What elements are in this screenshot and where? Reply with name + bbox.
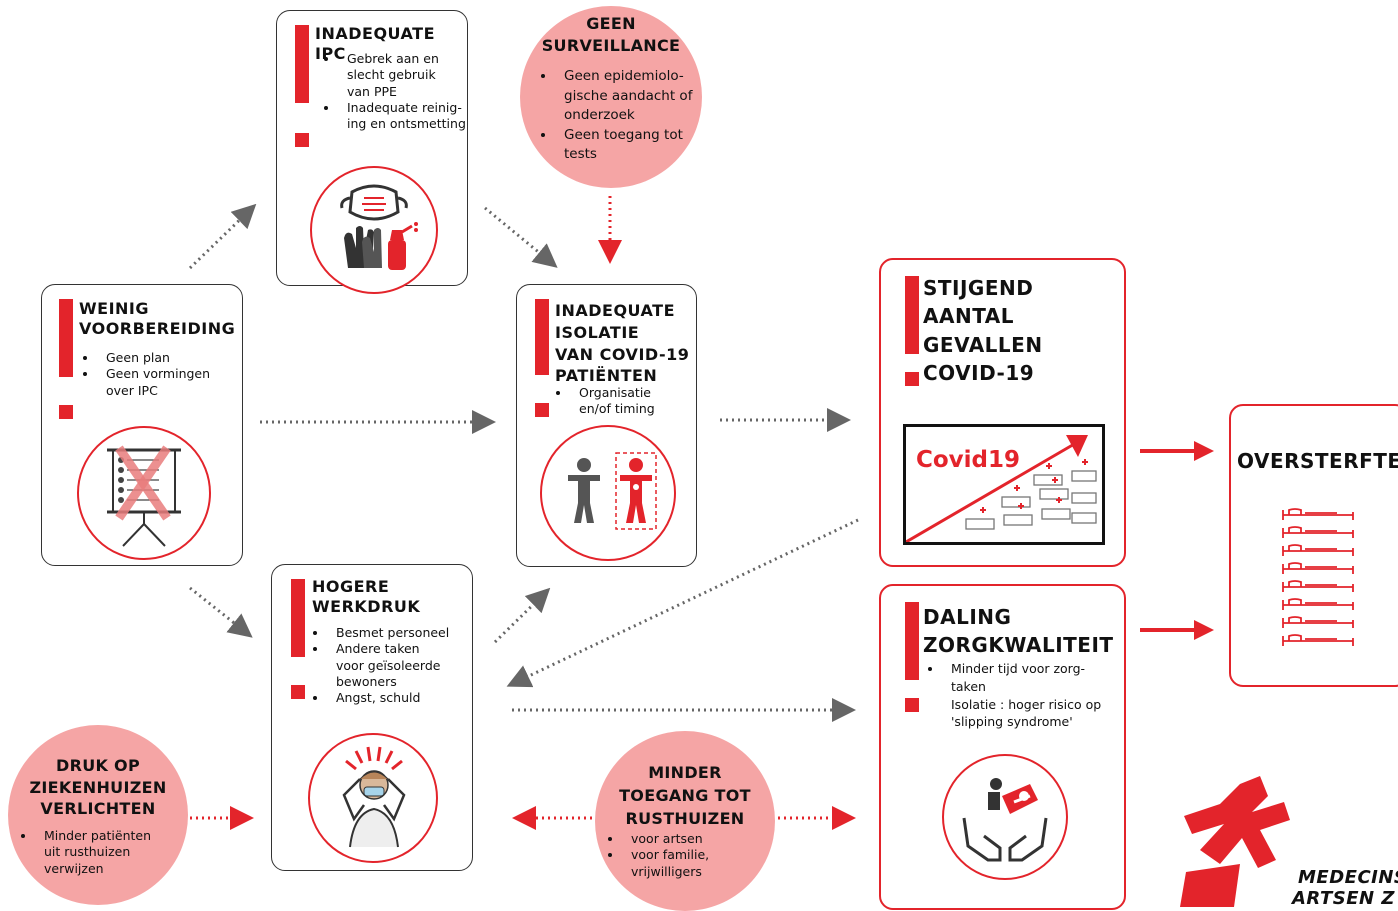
list-item: Gebrek aan en slecht gebruik van PPE: [339, 51, 489, 100]
box-title: INADEQUATE IPC: [315, 24, 436, 63]
circle-druk-op-ziekenhuizen: DRUK OP ZIEKENHUIZEN VERLICHTEN Minder p…: [8, 725, 188, 905]
list-item: Geen plan: [98, 350, 258, 366]
list-item: Geen epidemiolo- gische aandacht of onde…: [556, 67, 724, 126]
chart-label: Covid19: [916, 447, 1021, 473]
bullet-list: Besmet personeel Andere taken voor geïso…: [306, 625, 498, 706]
arrow-voorbereiding-ipc: [188, 203, 257, 270]
bullet-list: Geen epidemiolo- gische aandacht of onde…: [534, 67, 724, 165]
logo-text-line2: ARTSEN Z: [1292, 888, 1395, 909]
box-inadequate-ipc: INADEQUATE IPC Gebrek aan en slecht gebr…: [276, 10, 468, 294]
box-title: INADEQUATE ISOLATIE VAN COVID-19 PATIËNT…: [555, 301, 690, 386]
list-item: Besmet personeel: [328, 625, 498, 641]
list-item: Inadequate reinig- ing en ontsmetting: [339, 100, 489, 133]
circle-title: GEEN SURVEILLANCE: [541, 14, 681, 55]
arrow-werkdruk-isolatie: [493, 587, 551, 644]
isolated-person-icon: [540, 425, 676, 561]
circle-minder-toegang-rusthuizen: MINDER TOEGANG TOT RUSTHUIZEN voor artse…: [595, 731, 775, 911]
logo-text-line1: MEDECINS: [1298, 867, 1398, 888]
list-item: Minder patiënten uit rusthuizen verwijze…: [36, 828, 196, 877]
list-item: Isolatie : hoger risico op 'slipping syn…: [951, 696, 1102, 730]
circle-title: MINDER TOEGANG TOT RUSTHUIZEN: [619, 763, 751, 829]
list-item: Andere taken voor geïsoleerde bewoners: [328, 641, 498, 690]
list-item: voor artsen: [623, 831, 783, 847]
circle-title: DRUK OP ZIEKENHUIZEN VERLICHTEN: [29, 756, 167, 819]
box-hogere-werkdruk: HOGERE WERKDRUK Besmet personeel Andere …: [271, 564, 473, 871]
bullet-list: Geen plan Geen vormingen over IPC: [76, 350, 258, 399]
bullet-list: voor artsen voor familie, vrijwilligers: [601, 831, 783, 880]
box-oversterfte: OVERSTERFTE: [1229, 404, 1398, 687]
box-daling-zorgkwaliteit: DALING ZORGKWALITEIT Minder tijd voor zo…: [879, 584, 1126, 910]
list-item: Geen toegang tot tests: [556, 126, 724, 165]
list-item: Angst, schuld: [328, 690, 498, 706]
bullet-list: Minder tijd voor zorg- taken Isolatie : …: [921, 660, 1143, 731]
box-title: STIJGEND AANTAL GEVALLEN COVID-19: [923, 276, 1043, 386]
box-title: DALING ZORGKWALITEIT: [923, 605, 1114, 658]
list-item: Organisatie en/of timing: [571, 385, 711, 418]
box-title: WEINIG VOORBEREIDING: [79, 299, 236, 338]
box-inadequate-isolatie: INADEQUATE ISOLATIE VAN COVID-19 PATIËNT…: [516, 284, 697, 567]
stacked-beds-icon: [1282, 508, 1354, 647]
rising-beds-chart-icon: Covid19: [903, 424, 1105, 545]
circle-geen-surveillance: GEEN SURVEILLANCE Geen epidemiolo- gisch…: [520, 6, 702, 188]
stressed-worker-icon: [308, 733, 438, 863]
msf-logo: MEDECINS ARTSEN Z: [1180, 772, 1398, 909]
msf-logo-icon: [1180, 776, 1290, 907]
list-item: voor familie, vrijwilligers: [623, 847, 783, 880]
list-item: Geen vormingen over IPC: [98, 366, 258, 399]
arrow-voorbereiding-werkdruk: [189, 586, 253, 638]
bullet-list: Organisatie en/of timing: [549, 385, 711, 418]
mask-gloves-spray-icon: [310, 166, 438, 294]
box-weinig-voorbereiding: WEINIG VOORBEREIDING Geen plan Geen vorm…: [41, 284, 243, 566]
care-hands-patient-icon: [942, 754, 1068, 880]
bullet-list: Minder patiënten uit rusthuizen verwijze…: [14, 828, 196, 877]
arrow-ipc-isolatie: [484, 206, 558, 268]
box-title: OVERSTERFTE: [1237, 449, 1398, 473]
bullet-list: Gebrek aan en slecht gebruik van PPE Ina…: [317, 51, 489, 132]
list-item: Minder tijd voor zorg- taken: [943, 660, 1143, 696]
box-title: HOGERE WERKDRUK: [312, 577, 421, 616]
box-stijgend-aantal-gevallen: STIJGEND AANTAL GEVALLEN COVID-19 Covid1…: [879, 258, 1126, 567]
crossed-flipchart-icon: [77, 426, 211, 560]
